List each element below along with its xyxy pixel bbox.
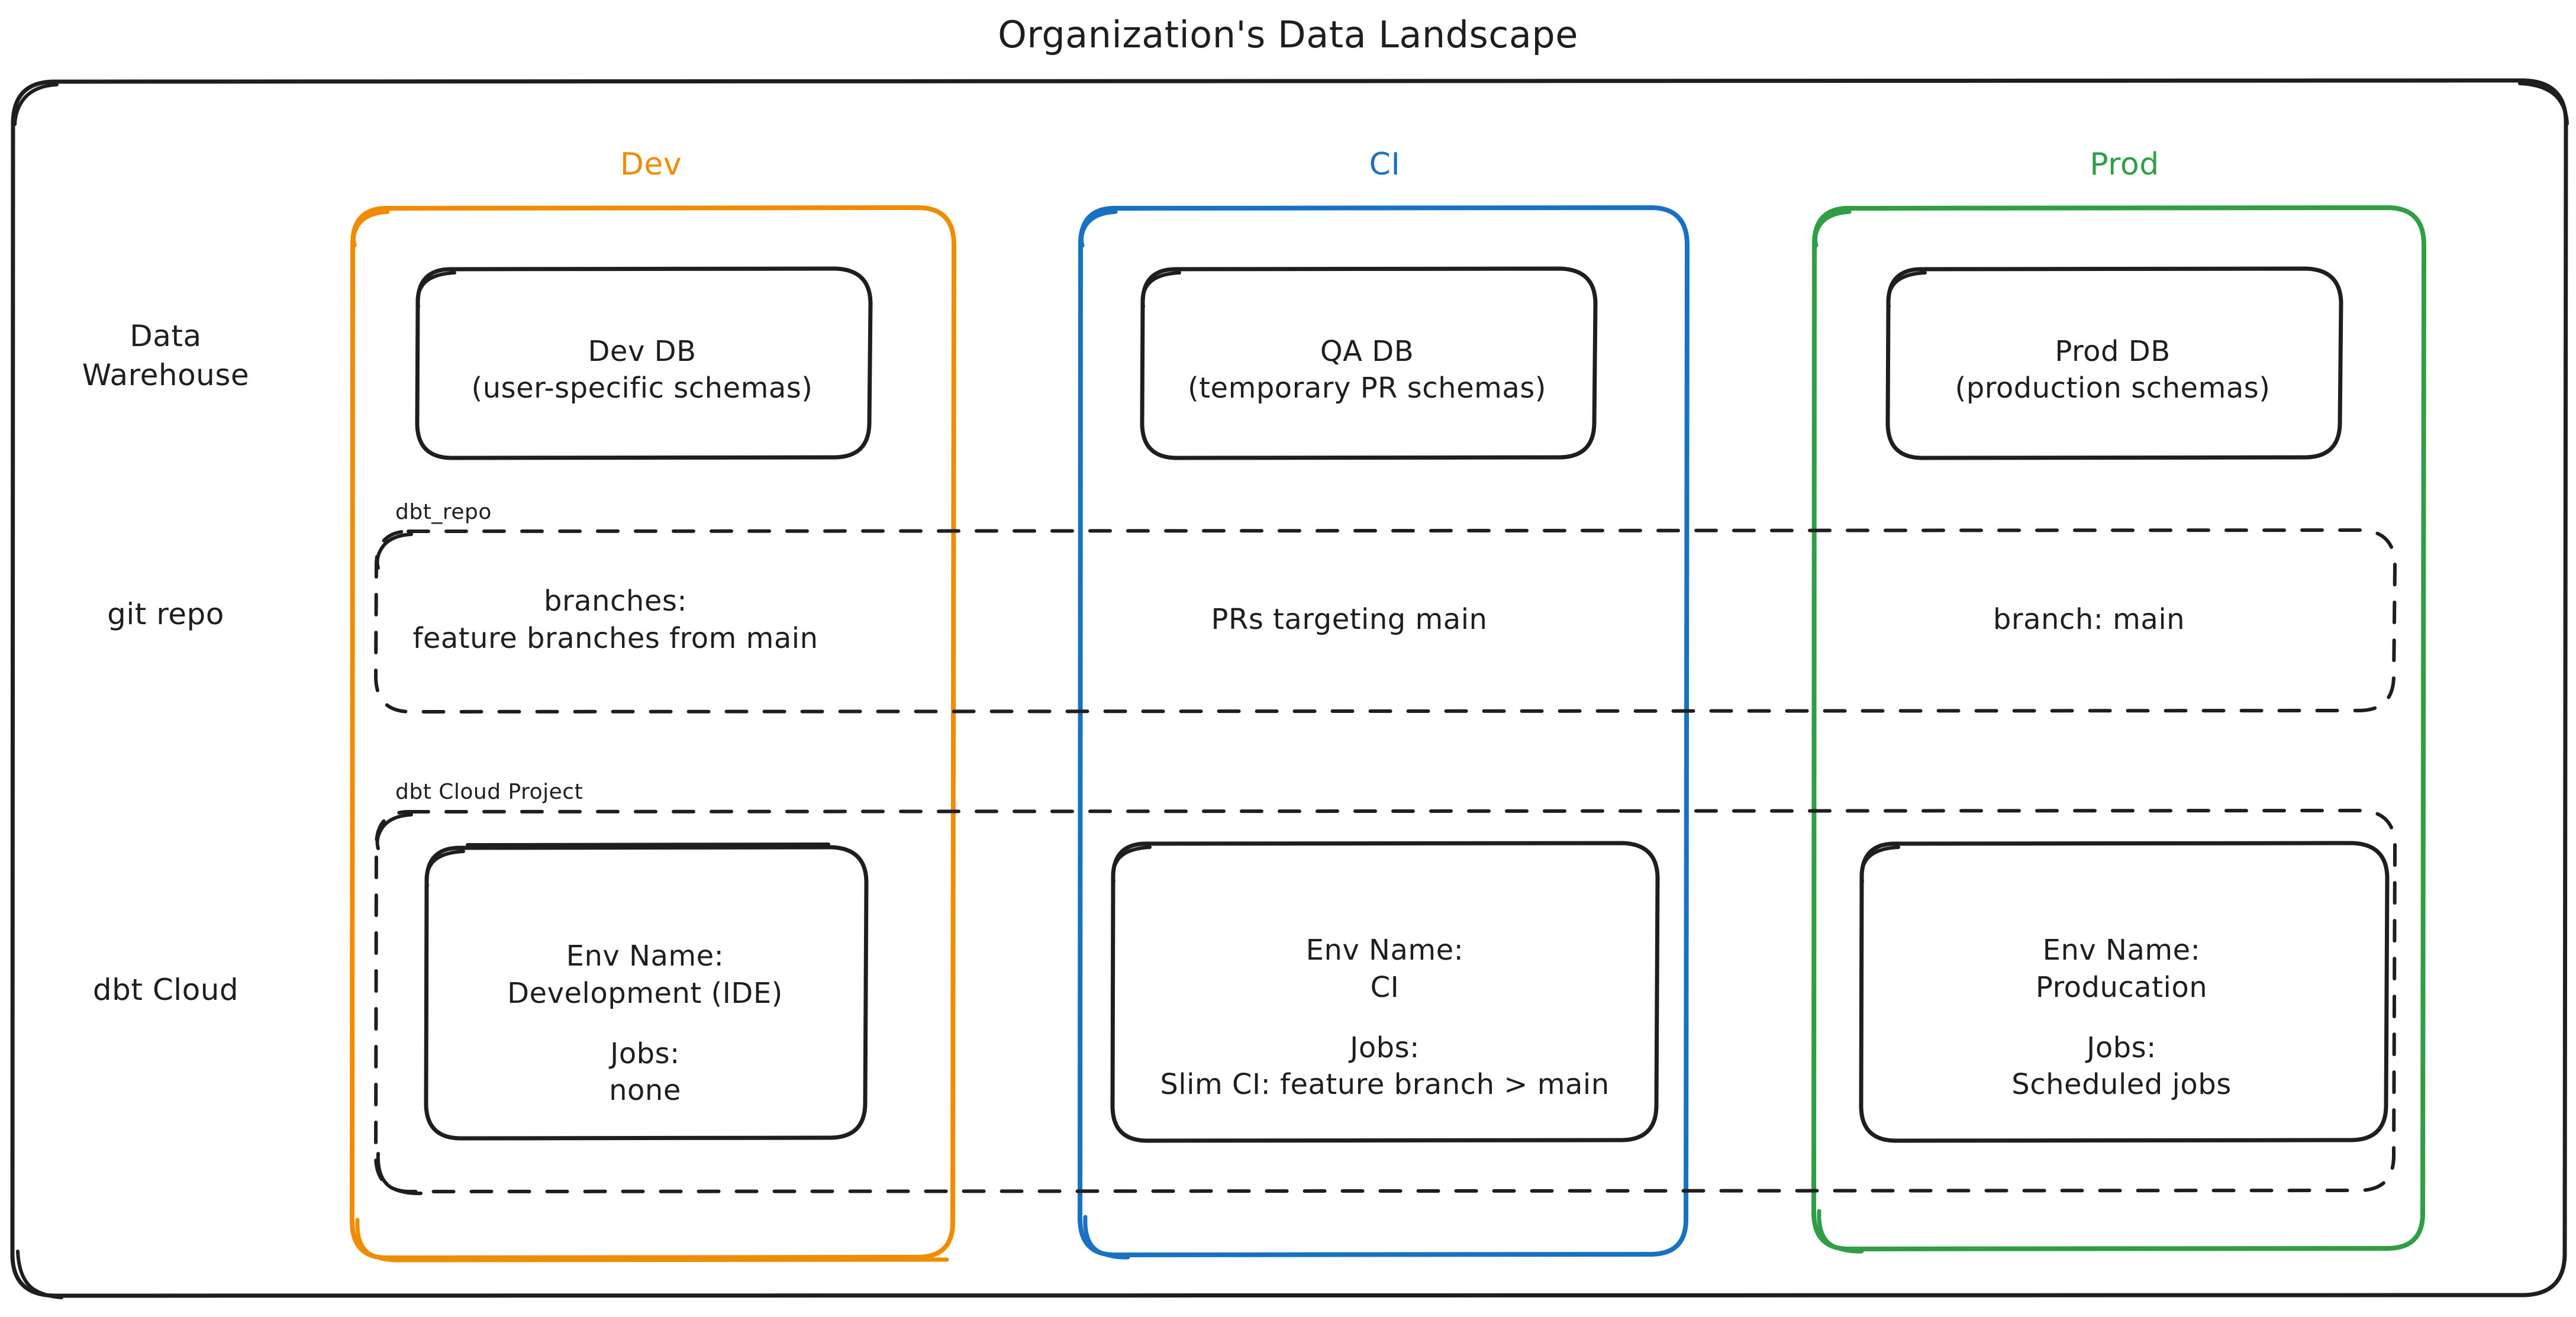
row-label-git-repo: git repo — [107, 597, 224, 631]
node-dbt-cloud-ci-env-value: CI — [1370, 970, 1400, 1004]
node-dbt-cloud-prod-env-value: Producation — [2035, 970, 2208, 1004]
node-qa-db-subtitle: (temporary PR schemas) — [1187, 372, 1547, 405]
git-repo-ci-text: PRs targeting main — [1113, 565, 1586, 674]
node-prod-db-title: Prod DB — [2055, 334, 2171, 368]
column-header-dev: Dev — [620, 147, 682, 182]
row-label-dbt-cloud: dbt Cloud — [92, 973, 239, 1007]
git-repo-dev-line1: branches: — [543, 585, 688, 618]
column-header-ci: CI — [1369, 147, 1401, 182]
node-dbt-cloud-dev-jobs-value: none — [609, 1074, 681, 1108]
node-qa-db: QA DB (temporary PR schemas) — [1139, 272, 1595, 467]
column-header-prod: Prod — [2090, 147, 2159, 182]
node-dev-db-title: Dev DB — [588, 334, 697, 368]
node-dbt-cloud-dev-env-label: Env Name: — [566, 940, 724, 973]
node-dbt-cloud-ci-jobs-value: Slim CI: feature branch > main — [1160, 1068, 1610, 1102]
node-dev-db: Dev DB (user-specific schemas) — [414, 272, 870, 467]
node-dbt-cloud-ci-jobs-label: Jobs: — [1350, 1031, 1420, 1064]
row-label-data-warehouse: Data Warehouse — [82, 319, 250, 392]
git-repo-ci-line1: PRs targeting main — [1211, 603, 1488, 637]
node-dbt-cloud-dev-env-value: Development (IDE) — [507, 976, 783, 1010]
git-repo-dev-line2: feature branches from main — [412, 621, 818, 655]
node-dev-db-subtitle: (user-specific schemas) — [471, 372, 813, 405]
git-repo-dev-text: branches: feature branches from main — [379, 565, 852, 674]
node-dbt-cloud-prod-env-label: Env Name: — [2042, 934, 2201, 967]
group-caption-dbt-cloud-project: dbt Cloud Project — [395, 780, 583, 804]
git-repo-prod-line1: branch: main — [1993, 603, 2185, 637]
git-repo-prod-text: branch: main — [1852, 565, 2326, 674]
node-prod-db: Prod DB (production schemas) — [1885, 272, 2340, 467]
node-prod-db-subtitle: (production schemas) — [1955, 372, 2271, 405]
node-dbt-cloud-prod-jobs-label: Jobs: — [2087, 1031, 2156, 1064]
node-dbt-cloud-prod-jobs-value: Scheduled jobs — [2011, 1068, 2232, 1102]
node-dbt-cloud-ci: Env Name: CI Jobs: Slim CI: feature bran… — [1113, 846, 1657, 1189]
group-caption-dbt-repo: dbt_repo — [395, 500, 492, 524]
node-dbt-cloud-prod: Env Name: Producation Jobs: Scheduled jo… — [1861, 846, 2382, 1189]
node-qa-db-title: QA DB — [1320, 334, 1414, 368]
node-dbt-cloud-dev-jobs-label: Jobs: — [610, 1037, 680, 1070]
node-dbt-cloud-dev: Env Name: Development (IDE) Jobs: none — [420, 852, 870, 1195]
page-title: Organization's Data Landscape — [998, 13, 1578, 56]
node-dbt-cloud-ci-env-label: Env Name: — [1305, 934, 1464, 967]
